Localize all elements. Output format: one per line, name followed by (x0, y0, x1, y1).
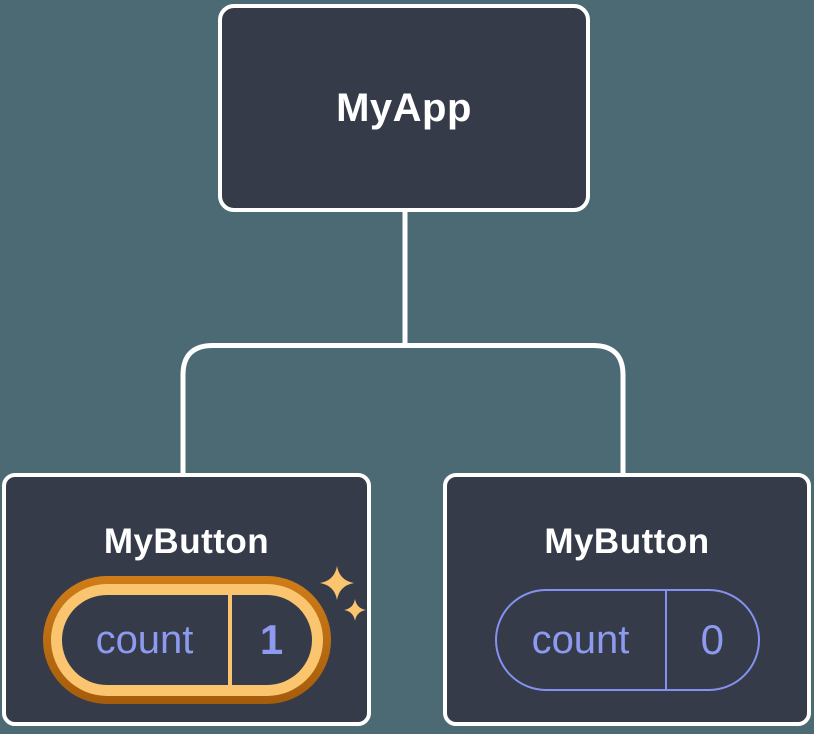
node-mybutton-updated: MyButton count 1 (2, 473, 371, 726)
node-mybutton-label: MyButton (544, 522, 710, 561)
state-pill-divider (664, 591, 667, 689)
node-myapp: MyApp (218, 4, 590, 212)
state-value: 0 (700, 616, 724, 663)
state-pill: count 0 (494, 589, 760, 691)
sparkle-small (344, 599, 366, 621)
state-key: count (531, 617, 630, 662)
node-mybutton-label: MyButton (103, 522, 270, 561)
state-key: count (95, 617, 194, 662)
state-pill-slot: count 0 (494, 575, 760, 705)
node-mybutton-initial: MyButton count 0 (443, 473, 811, 726)
state-pill-highlighted: count 1 (42, 576, 331, 704)
state-value: 1 (259, 616, 284, 663)
state-pill-highlight-ring: count 1 (50, 584, 323, 696)
state-pill-body: count 1 (61, 595, 312, 685)
connector-branch (180, 343, 626, 474)
state-pill-divider (227, 595, 232, 685)
sparkle-large (320, 566, 354, 600)
node-myapp-label: MyApp (336, 85, 472, 130)
sparkles-icon (320, 566, 366, 621)
state-pill-slot: count 1 (42, 575, 331, 705)
